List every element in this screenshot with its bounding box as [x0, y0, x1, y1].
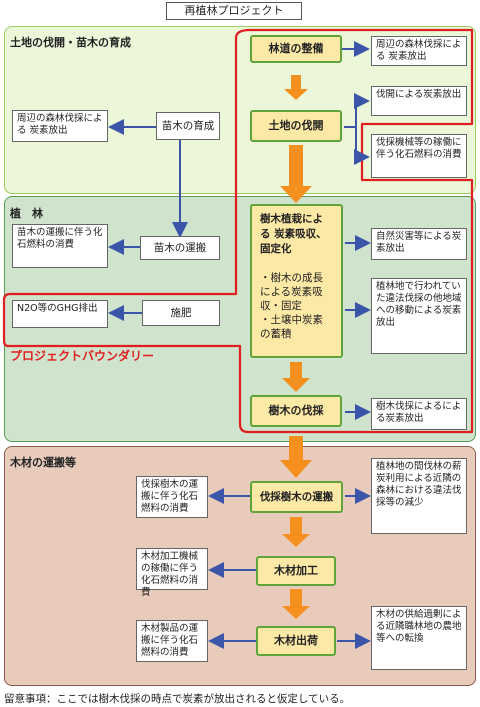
arrow-planting-to-harvest	[282, 362, 310, 392]
arrow-processing-to-shipping	[282, 589, 310, 619]
box-product-transport-fuel: 木材製品の運搬に伴う化石燃料の消費	[136, 620, 208, 662]
node-fertilizing: 施肥	[142, 300, 220, 326]
section-transport-label: 木材の運搬等	[10, 456, 76, 469]
arrow-harvest-to-transport	[280, 436, 312, 478]
box-machinery-fuel: 伐採機械等の稼働に 伴う化石燃料の消費	[371, 134, 467, 178]
box-harvest-transport-fuel: 伐採樹木の運搬に伴う化石燃料の消費	[136, 476, 208, 518]
box-land-conversion: 木材の供給過剰による近隣職林地の農地等への転換	[371, 606, 467, 670]
box-seedling-forest-cutting: 周辺の森林伐採による 炭素放出	[12, 110, 108, 142]
box-leakage: 植林地で行われていた違法伐採の他地域への移動による炭素放出	[371, 278, 467, 354]
carbon-sequestration-item-growth: ・樹木の成長による炭素吸収・固定	[260, 272, 323, 312]
node-harvest-transport: 伐採樹木の運搬	[250, 481, 343, 513]
node-forest-road: 林道の整備	[250, 35, 342, 63]
box-processing-fuel: 木材加工機械の稼働に伴う化石燃料の消費	[136, 548, 208, 598]
node-wood-shipping: 木材出荷	[256, 626, 336, 656]
blue-arrows	[108, 41, 371, 649]
node-tree-harvest: 樹木の伐採	[250, 395, 342, 427]
node-seedling-transport: 苗木の運搬	[140, 236, 220, 260]
orange-arrows	[280, 75, 312, 619]
box-natural-disaster: 自然災害等による炭素放出	[371, 228, 467, 260]
project-boundary-line	[2, 28, 474, 434]
footnote: 留意事項：ここでは樹木伐採の時点で炭素が放出されると仮定している。	[4, 693, 351, 705]
carbon-sequestration-item-soil: ・土壌中炭素の蓄積	[260, 314, 323, 340]
carbon-sequestration-title: 樹木植栽による 炭素吸収、固定化	[260, 213, 327, 255]
arrow-road-to-clearing	[284, 75, 308, 100]
section-planting-label: 植 林	[10, 207, 43, 220]
arrow-clearing-down	[344, 126, 370, 165]
node-wood-processing: 木材加工	[256, 556, 336, 586]
node-carbon-sequestration: 樹木植栽による 炭素吸収、固定化 ・樹木の成長による炭素吸収・固定 ・土壌中炭素…	[250, 204, 343, 358]
box-illegal-logging-reduction: 植林地の間伐林の薪炭利用による近隣の森林における違法伐採等の減少	[371, 458, 467, 534]
arrow-transport-to-processing	[282, 517, 310, 547]
box-road-forest-cutting: 周辺の森林伐採による 炭素放出	[371, 36, 467, 66]
node-land-clearing: 土地の伐開	[250, 110, 342, 142]
box-seedling-fuel: 苗木の運搬に伴う化石燃料の消費	[12, 224, 108, 268]
box-n2o-emission: N2O等のGHG排出	[12, 300, 108, 328]
box-harvest-release: 樹木伐採によるによる炭素放出	[371, 398, 467, 430]
node-seedling-growing: 苗木の育成	[156, 112, 220, 140]
project-boundary-label: プロジェクトバウンダリー	[10, 349, 155, 363]
diagram-title: 再植林プロジェクト	[166, 2, 302, 20]
section-land-label: 土地の伐開・苗木の育成	[10, 36, 131, 49]
arrow-clearing-to-planting	[280, 145, 312, 203]
box-clearing-release: 伐開による炭素放出	[371, 86, 467, 116]
